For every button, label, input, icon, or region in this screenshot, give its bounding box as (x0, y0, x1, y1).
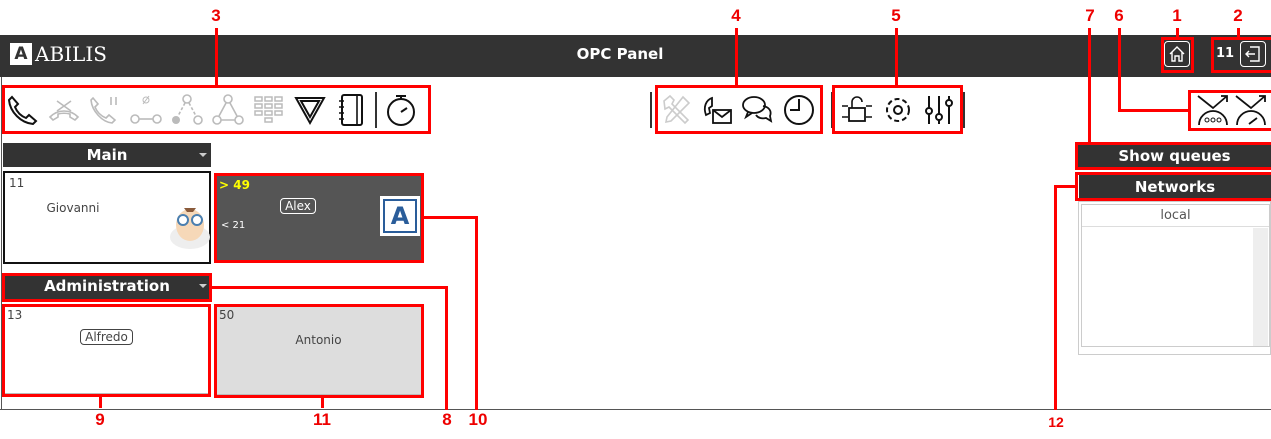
clock-icon[interactable] (782, 93, 816, 127)
annotation-label: 8 (442, 410, 452, 429)
annotation-box-4 (655, 85, 823, 134)
leader-line (1118, 109, 1188, 112)
leader-line (424, 216, 478, 219)
annotation-label: 6 (1114, 6, 1124, 25)
tools-icon[interactable] (659, 93, 693, 127)
leader-line (895, 28, 898, 85)
contact-name: Giovanni (46, 201, 100, 215)
extension-card-busy[interactable]: > 49 < 21 Alex A (215, 174, 422, 262)
transfer-icon[interactable] (170, 93, 204, 127)
phone-icon[interactable] (6, 93, 40, 127)
annotation-box-8 (2, 273, 212, 302)
contact-name: Alex (280, 198, 316, 214)
toolbar-separator (963, 92, 965, 128)
logout-button[interactable] (1240, 41, 1266, 67)
annotation-box-11 (214, 304, 424, 398)
abilis-avatar: A (380, 196, 420, 236)
annotation-label: 3 (211, 6, 221, 25)
park-icon[interactable] (129, 93, 163, 127)
chevron-down-icon[interactable] (199, 284, 207, 292)
annotation-box-12 (1075, 172, 1271, 201)
tools-toolbar (650, 92, 965, 128)
conference-icon[interactable] (211, 93, 245, 127)
annotation-label: 7 (1085, 6, 1095, 25)
annotation-box-1 (1161, 37, 1194, 73)
keypad-icon[interactable] (252, 93, 286, 127)
annotation-label: 9 (95, 410, 105, 429)
contact-name: Alfredo (80, 329, 133, 345)
toolbar-separator (375, 92, 377, 128)
leader-line (99, 397, 102, 408)
leader-line (475, 216, 478, 410)
annotation-label: 4 (731, 6, 741, 25)
network-item-local[interactable]: local (1082, 205, 1269, 227)
extension-card-offline[interactable]: 50 Antonio (215, 305, 422, 397)
leader-line (321, 398, 324, 408)
extension-card[interactable]: 13 Alfredo (3, 305, 210, 396)
leader-line (445, 286, 448, 410)
chat-icon[interactable] (741, 93, 775, 127)
show-queues-button[interactable]: Show queues (1078, 145, 1271, 167)
leader-line (215, 28, 218, 85)
panel-border (0, 409, 1271, 410)
annotation-box-5 (832, 85, 963, 134)
extension-number: 11 (1216, 46, 1235, 61)
annotation-box-7 (1075, 142, 1271, 170)
annotation-label: 11 (313, 410, 331, 429)
leader-line (212, 286, 448, 289)
networks-panel: local (1078, 201, 1271, 355)
queue-stats-icon[interactable] (1234, 93, 1268, 127)
toolbar-separator (650, 92, 652, 128)
scrollbar[interactable] (1253, 228, 1268, 346)
panel-border (1, 77, 2, 409)
group-main-header[interactable]: Main (3, 143, 211, 167)
filter-icon[interactable] (293, 93, 327, 127)
phonebook-icon[interactable] (334, 93, 368, 127)
annotation-box-2 (1211, 37, 1271, 73)
leader-line (1118, 28, 1121, 111)
annotation-label: 10 (468, 410, 488, 429)
networks-header: Networks (1079, 175, 1271, 199)
voicemail-icon[interactable] (700, 93, 734, 127)
call-toolbar (6, 92, 418, 128)
leader-line (1237, 28, 1240, 37)
annotation-box-3 (2, 85, 431, 134)
annotation-box-9 (2, 304, 211, 397)
annotation-label: 5 (891, 6, 901, 25)
stopwatch-icon[interactable] (384, 93, 418, 127)
contact-name: Antonio (295, 333, 342, 347)
annotation-label: 12 (1048, 414, 1064, 430)
avatar (170, 208, 210, 249)
page-title: OPC Panel (576, 45, 664, 63)
leader-line (1054, 185, 1057, 410)
header-bar (0, 35, 1271, 77)
queue-toolbar (1196, 93, 1268, 127)
group-administration-header[interactable]: Administration (3, 274, 211, 300)
leader-line (1088, 28, 1091, 142)
leader-line (1176, 28, 1179, 37)
hold-icon[interactable] (88, 93, 122, 127)
annotation-box-10 (214, 173, 424, 263)
settings-icon[interactable] (881, 93, 915, 127)
home-button[interactable] (1164, 41, 1190, 67)
hangup-icon[interactable] (47, 93, 81, 127)
leader-line (1054, 185, 1076, 188)
unlock-icon[interactable] (840, 93, 874, 127)
annotation-label: 1 (1172, 6, 1182, 25)
home-icon (1169, 46, 1185, 62)
annotation-label: 2 (1233, 6, 1243, 25)
queue-waiting-icon[interactable] (1196, 93, 1230, 127)
chevron-down-icon[interactable] (199, 153, 207, 161)
logout-icon (1245, 46, 1260, 62)
sliders-icon[interactable] (922, 93, 956, 127)
extension-card[interactable]: 11 Giovanni (3, 171, 211, 264)
leader-line (735, 28, 738, 85)
annotation-box-6 (1188, 90, 1271, 131)
